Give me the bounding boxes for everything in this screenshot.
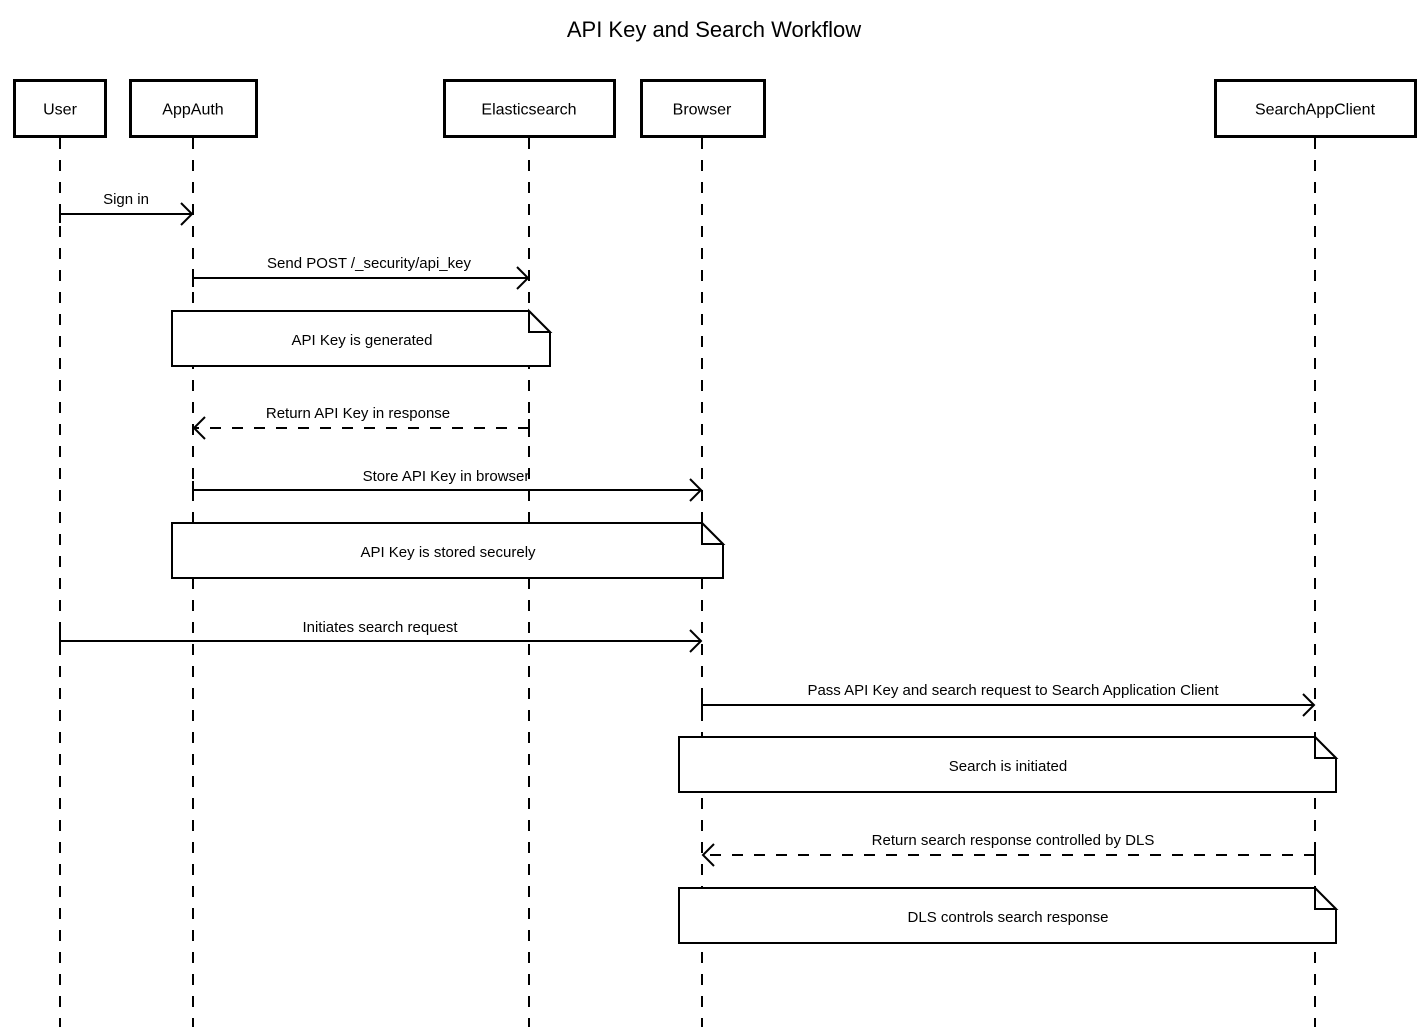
participant-box-elastic[interactable] xyxy=(443,79,616,138)
note-api-key-generated-label: API Key is generated xyxy=(292,332,433,349)
participant-elastic[interactable]: Elasticsearch xyxy=(443,79,616,138)
note-api-key-stored-fold-corner-icon xyxy=(701,520,726,545)
arrowhead-icon-pass-api-key xyxy=(1302,693,1316,717)
note-dls-controls-fold-corner-icon xyxy=(1314,885,1339,910)
note-api-key-stored-label: API Key is stored securely xyxy=(360,544,536,561)
arrowhead-icon-store-api-key xyxy=(689,478,703,502)
message-return-api-key: Return API Key in response xyxy=(192,405,530,440)
participant-label-browser: Browser xyxy=(673,102,732,119)
message-label-init-search: Initiates search request xyxy=(302,619,458,636)
note-search-initiated: Search is initiated xyxy=(678,734,1339,793)
participant-box-browser[interactable] xyxy=(640,79,766,138)
message-label-send-post: Send POST /_security/api_key xyxy=(267,255,471,272)
note-api-key-generated-body xyxy=(171,310,551,367)
participant-label-user: User xyxy=(43,102,77,119)
arrowhead-icon-sign-in xyxy=(180,202,194,226)
participant-label-appauth: AppAuth xyxy=(162,102,223,119)
note-api-key-generated: API Key is generated xyxy=(171,308,553,367)
note-api-key-stored: API Key is stored securely xyxy=(171,520,726,579)
participants-layer: User AppAuth Elasticsearch Browser SearchApp… xyxy=(13,79,1417,138)
participant-user[interactable]: User xyxy=(13,79,107,138)
participant-appauth[interactable]: AppAuth xyxy=(129,79,258,138)
note-api-key-stored-body xyxy=(171,522,724,579)
participant-label-searchapp: SearchAppClient xyxy=(1255,102,1376,119)
message-return-search: Return search response controlled by DLS xyxy=(701,832,1316,867)
note-api-key-generated-fold-corner-icon xyxy=(528,308,553,333)
participant-searchapp[interactable]: SearchAppClient xyxy=(1214,79,1417,138)
message-init-search: Initiates search request xyxy=(59,619,703,653)
note-search-initiated-body xyxy=(678,736,1337,793)
note-dls-controls: DLS controls search response xyxy=(678,885,1339,944)
note-dls-controls-label: DLS controls search response xyxy=(908,909,1109,926)
note-dls-controls-body xyxy=(678,887,1337,944)
message-pass-api-key: Pass API Key and search request to Searc… xyxy=(701,682,1316,717)
arrowhead-icon-send-post xyxy=(516,266,530,290)
note-search-initiated-label: Search is initiated xyxy=(949,758,1067,775)
participant-box-appauth[interactable] xyxy=(129,79,258,138)
participant-box-user[interactable] xyxy=(13,79,107,138)
message-label-sign-in: Sign in xyxy=(103,191,149,208)
participant-browser[interactable]: Browser xyxy=(640,79,766,138)
participant-box-searchapp[interactable] xyxy=(1214,79,1417,138)
note-search-initiated-fold-corner-icon xyxy=(1314,734,1339,759)
message-sign-in: Sign in xyxy=(59,191,194,226)
arrowhead-icon-init-search xyxy=(689,629,703,653)
message-label-return-search: Return search response controlled by DLS xyxy=(872,832,1155,849)
arrowhead-icon-return-api-key xyxy=(192,416,206,440)
arrowhead-icon-return-search xyxy=(701,843,715,867)
message-send-post: Send POST /_security/api_key xyxy=(192,255,530,290)
participant-label-elastic: Elasticsearch xyxy=(481,102,576,119)
message-label-return-api-key: Return API Key in response xyxy=(266,405,450,422)
lifelines-layer xyxy=(59,138,1316,1027)
messages-layer: Sign in Send POST /_security/api_keyRetur… xyxy=(59,191,1316,867)
message-label-pass-api-key: Pass API Key and search request to Searc… xyxy=(807,682,1219,699)
page-title: API Key and Search Workflow xyxy=(567,17,861,42)
message-store-api-key: Store API Key in browser xyxy=(192,468,703,502)
message-label-store-api-key: Store API Key in browser xyxy=(363,468,530,485)
